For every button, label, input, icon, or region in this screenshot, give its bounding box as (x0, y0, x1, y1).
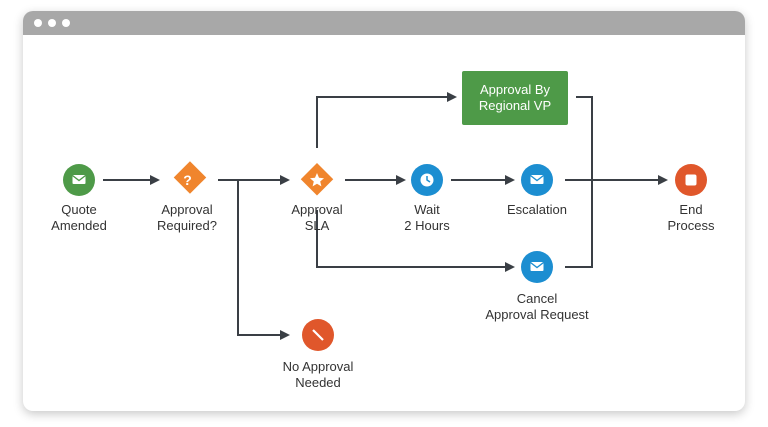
label-line: SLA (304, 218, 330, 233)
node-end-process[interactable] (675, 164, 707, 196)
envelope-icon (530, 174, 544, 184)
label-approval-sla: Approval SLA (237, 202, 397, 234)
label-line: Quote (61, 202, 97, 217)
node-no-approval[interactable] (302, 319, 334, 351)
question-icon: ? (183, 172, 192, 188)
label-line: Escalation (507, 202, 567, 217)
connector-vp-to-merge (565, 96, 593, 268)
label-line: Approval (161, 202, 213, 217)
window-dot-close[interactable] (34, 19, 42, 27)
browser-window: ? (23, 11, 745, 411)
node-wait[interactable] (411, 164, 443, 196)
label-no-approval: No Approval Needed (238, 359, 398, 391)
connector-approval-to-noapproval (237, 180, 290, 340)
label-line: No Approval (282, 359, 354, 374)
label-line: Needed (295, 375, 341, 390)
window-titlebar (23, 11, 745, 35)
label-approval-required: Approval Required? (107, 202, 267, 234)
window-dot-maximize[interactable] (62, 19, 70, 27)
label-cancel-request: Cancel Approval Request (457, 291, 617, 323)
label-line: Process (667, 218, 715, 233)
prohibited-icon (312, 329, 324, 341)
node-quote-amended[interactable] (63, 164, 95, 196)
label-quote-amended: Quote Amended (23, 202, 159, 234)
label-line: Approval (291, 202, 343, 217)
node-approval-required[interactable]: ? (173, 161, 207, 194)
stop-icon (685, 174, 697, 186)
envelope-icon (530, 261, 544, 271)
clock-icon (420, 173, 434, 187)
label-line: 2 Hours (404, 218, 450, 233)
approval-by-vp-line1: Approval By (479, 82, 551, 97)
node-approval-by-vp[interactable]: Approval By Regional VP (462, 71, 568, 125)
window-dot-minimize[interactable] (48, 19, 56, 27)
label-wait: Wait 2 Hours (347, 202, 507, 234)
label-end-process: End Process (611, 202, 745, 234)
connector-sla-to-vp (316, 92, 457, 148)
connector-sla-to-cancel (316, 210, 515, 272)
node-cancel-request[interactable] (521, 251, 553, 283)
label-line: Wait (414, 202, 440, 217)
node-escalation[interactable] (521, 164, 553, 196)
envelope-icon (72, 174, 86, 184)
node-approval-sla[interactable] (300, 163, 334, 196)
approval-by-vp-line2: Regional VP (478, 98, 552, 113)
label-line: End (679, 202, 703, 217)
star-icon (310, 173, 324, 187)
label-line: Amended (51, 218, 107, 233)
label-line: Required? (157, 218, 217, 233)
label-escalation: Escalation (457, 202, 617, 218)
label-line: Cancel (516, 291, 558, 306)
workflow-diagram: ? (63, 92, 707, 351)
label-line: Approval Request (485, 307, 589, 322)
